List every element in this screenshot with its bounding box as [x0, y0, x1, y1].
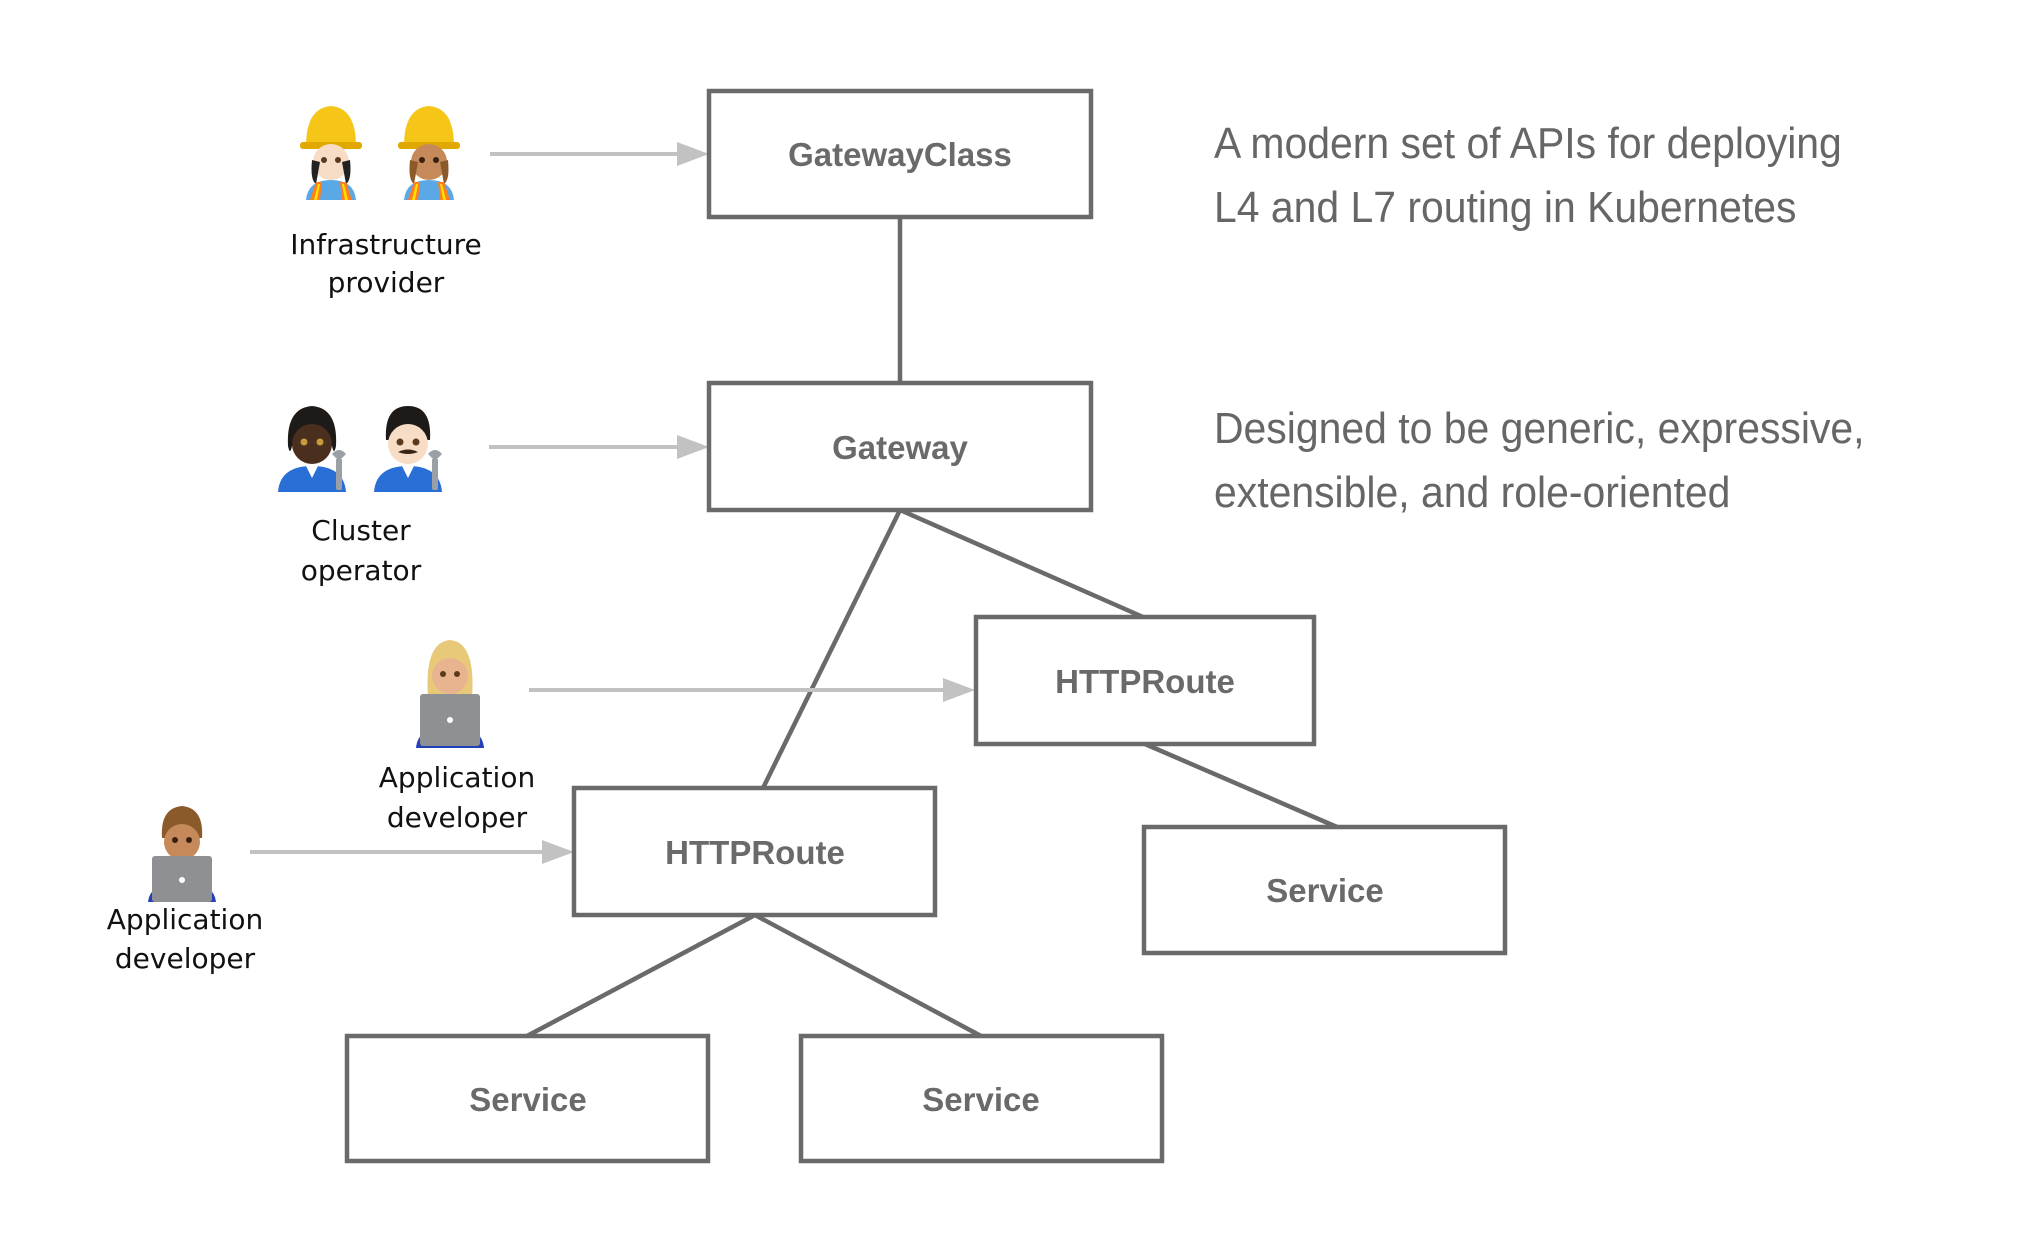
role-infrastructure-provider: Infrastructure provider	[290, 106, 482, 299]
role-label-line2: provider	[328, 266, 445, 299]
technologist-laptop-icon	[416, 640, 484, 748]
node-label: GatewayClass	[788, 136, 1012, 173]
mechanic-icon	[278, 406, 346, 492]
description-line: L4 and L7 routing in Kubernetes	[1214, 183, 1797, 232]
node-label: HTTPRoute	[665, 834, 845, 871]
node-label: Gateway	[832, 429, 968, 466]
arrowhead-appdev-a	[943, 678, 975, 702]
edge-gateway-httproute-a	[899, 507, 1144, 620]
node-httproute-a[interactable]: HTTPRoute	[973, 614, 1317, 747]
role-arrows	[250, 142, 975, 864]
node-label: HTTPRoute	[1055, 663, 1235, 700]
description-line: Designed to be generic, expressive,	[1214, 404, 1865, 453]
edge-gateway-httproute-b	[760, 509, 903, 789]
arrowhead-cluster	[677, 435, 709, 459]
role-label-line1: Application	[107, 903, 263, 936]
role-label-line1: Application	[379, 761, 535, 794]
description-line: A modern set of APIs for deploying	[1214, 119, 1842, 168]
role-cluster-operator: Cluster operator	[278, 406, 442, 587]
role-label-line1: Infrastructure	[290, 228, 482, 261]
construction-worker-icon	[300, 106, 362, 200]
role-label-line2: developer	[115, 942, 256, 975]
role-label-line2: developer	[387, 801, 528, 834]
role-label-line2: operator	[301, 554, 422, 587]
description-paragraph-2: Designed to be generic, expressive, exte…	[1214, 397, 1865, 525]
arrowhead-appdev-b	[542, 840, 574, 864]
arrowhead-infra	[677, 142, 709, 166]
node-gatewayclass[interactable]: GatewayClass	[706, 88, 1094, 220]
node-label: Service	[1266, 872, 1383, 909]
description-line: extensible, and role-oriented	[1214, 468, 1731, 517]
mechanic-icon	[374, 406, 442, 492]
role-application-developer-b: Application developer	[107, 806, 263, 975]
role-application-developer-a: Application developer	[379, 640, 535, 834]
technologist-laptop-icon	[148, 806, 216, 902]
node-label: Service	[469, 1081, 586, 1118]
description-paragraph-1: A modern set of APIs for deploying L4 an…	[1214, 112, 1842, 240]
construction-worker-icon	[398, 106, 460, 200]
node-httproute-b[interactable]: HTTPRoute	[571, 785, 938, 918]
node-service-a[interactable]: Service	[1141, 824, 1508, 956]
node-gateway[interactable]: Gateway	[706, 380, 1094, 513]
edges	[525, 217, 1338, 1038]
node-label: Service	[922, 1081, 1039, 1118]
node-service-b2[interactable]: Service	[798, 1033, 1165, 1164]
edge-httproute-b-service-b2	[753, 913, 983, 1038]
edge-httproute-a-service-a	[1144, 741, 1338, 830]
role-label-line1: Cluster	[311, 514, 411, 547]
edge-httproute-b-service-b1	[525, 913, 757, 1038]
node-service-b1[interactable]: Service	[344, 1033, 711, 1164]
